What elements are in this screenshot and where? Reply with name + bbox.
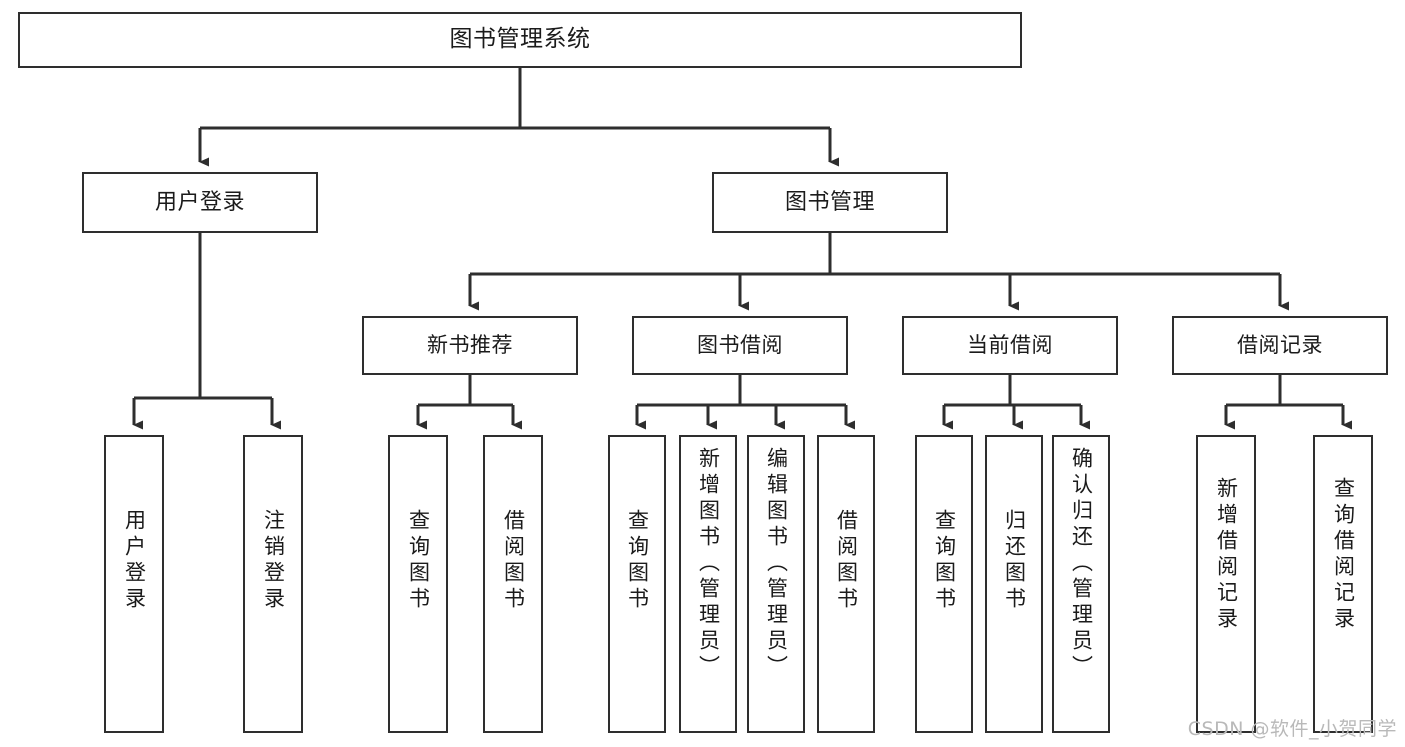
node-label: 借阅图书 (501, 509, 526, 613)
node-label: 借阅图书 (834, 509, 859, 613)
leaf-query-book-recommend[interactable]: 查询图书 (388, 435, 448, 733)
node-label: 借阅记录 (1237, 333, 1323, 358)
node-current-borrow[interactable]: 当前借阅 (902, 316, 1118, 375)
node-label: 查询图书 (406, 509, 431, 613)
node-label: 确认归还（管理员） (1069, 447, 1094, 681)
node-label: 新增图书（管理员） (696, 447, 721, 681)
node-label: 归还图书 (1002, 509, 1027, 613)
node-root-system[interactable]: 图书管理系统 (18, 12, 1022, 68)
leaf-edit-book-admin[interactable]: 编辑图书（管理员） (747, 435, 805, 733)
node-label: 注销登录 (261, 509, 286, 613)
leaf-return-book[interactable]: 归还图书 (985, 435, 1043, 733)
node-label: 编辑图书（管理员） (764, 447, 789, 681)
leaf-query-book-borrow[interactable]: 查询图书 (608, 435, 666, 733)
leaf-query-book-current[interactable]: 查询图书 (915, 435, 973, 733)
node-label: 查询图书 (932, 509, 957, 613)
node-label: 查询借阅记录 (1331, 477, 1356, 633)
leaf-borrow-book-recommend[interactable]: 借阅图书 (483, 435, 543, 733)
node-label: 用户登录 (154, 189, 245, 215)
node-label: 新书推荐 (427, 333, 513, 358)
leaf-logout[interactable]: 注销登录 (243, 435, 303, 733)
node-user-login[interactable]: 用户登录 (82, 172, 318, 233)
leaf-add-borrow-record[interactable]: 新增借阅记录 (1196, 435, 1256, 733)
node-book-borrow[interactable]: 图书借阅 (632, 316, 848, 375)
node-label: 查询图书 (625, 509, 650, 613)
leaf-borrow-book-borrow[interactable]: 借阅图书 (817, 435, 875, 733)
node-label: 当前借阅 (967, 333, 1053, 358)
node-new-book-recommend[interactable]: 新书推荐 (362, 316, 578, 375)
leaf-confirm-return-admin[interactable]: 确认归还（管理员） (1052, 435, 1110, 733)
node-book-management[interactable]: 图书管理 (712, 172, 948, 233)
node-label: 新增借阅记录 (1214, 477, 1239, 633)
node-label: 图书管理 (784, 189, 875, 215)
leaf-add-book-admin[interactable]: 新增图书（管理员） (679, 435, 737, 733)
leaf-query-borrow-record[interactable]: 查询借阅记录 (1313, 435, 1373, 733)
node-label: 图书借阅 (697, 333, 783, 358)
node-label: 图书管理系统 (449, 26, 591, 53)
node-label: 用户登录 (122, 509, 147, 613)
node-borrow-records[interactable]: 借阅记录 (1172, 316, 1388, 375)
csdn-watermark: CSDN @软件_小贺同学 (1187, 718, 1397, 740)
leaf-user-login[interactable]: 用户登录 (104, 435, 164, 733)
